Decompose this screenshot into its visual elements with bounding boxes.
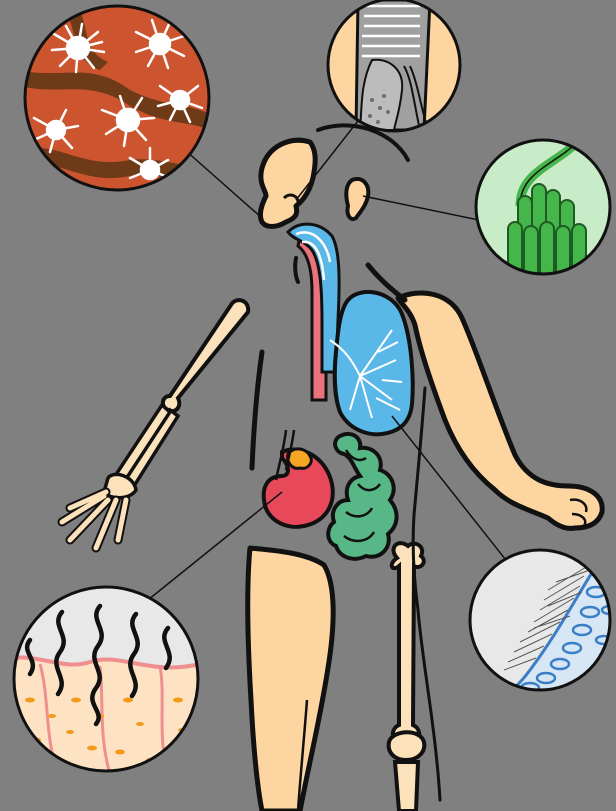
- torso-left-line: [252, 352, 262, 468]
- leg-flesh: [248, 548, 333, 811]
- ear: [346, 179, 368, 219]
- neck-line: [295, 258, 298, 282]
- magnifier-skin-bacteria: [20, 0, 220, 190]
- magnifier-ear-hair-cells: [476, 134, 610, 286]
- magnifier-gut-lining: [0, 587, 200, 780]
- connector-skin: [185, 150, 262, 218]
- magnifier-nasal-passage: [328, 0, 460, 131]
- lung: [335, 292, 413, 434]
- head: [260, 140, 315, 226]
- arm-skeleton: [62, 300, 248, 548]
- arm-flesh: [398, 293, 602, 528]
- magnifier-lung-cilia: [470, 550, 616, 700]
- leg-skeleton: [389, 543, 425, 811]
